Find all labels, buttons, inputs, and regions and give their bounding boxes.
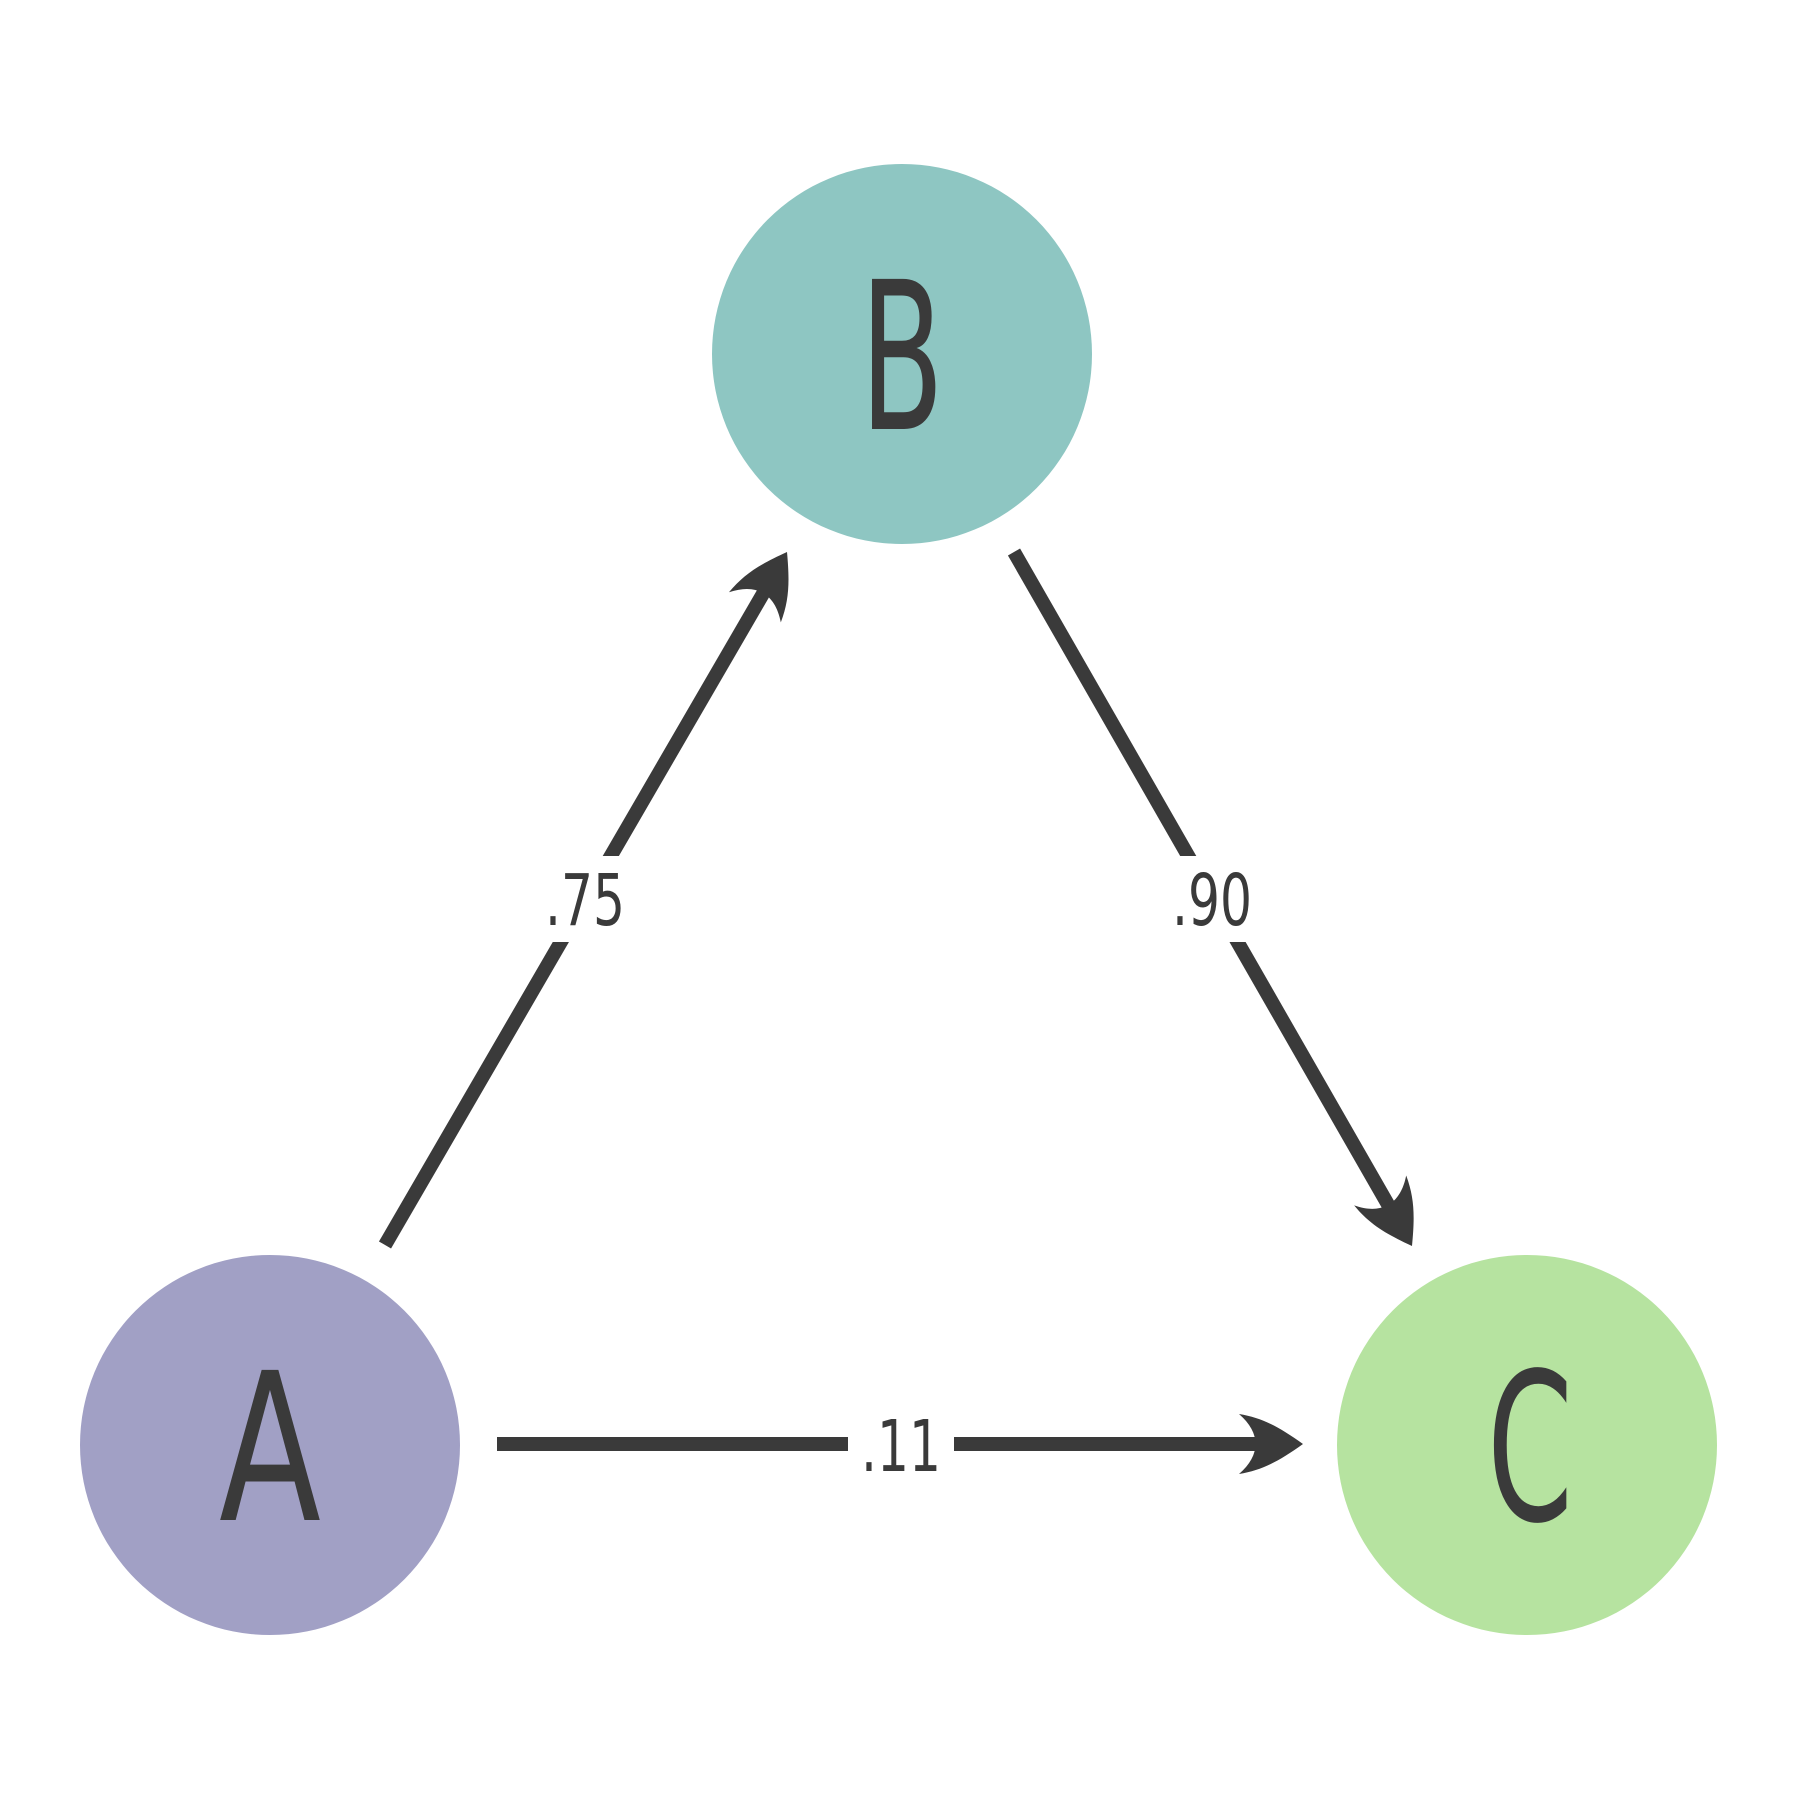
node-b: B bbox=[712, 164, 1092, 544]
edge-a-c-weight-label: .11 bbox=[861, 1405, 941, 1488]
node-b-circle bbox=[712, 164, 1092, 544]
edge-b-c-label-mask bbox=[1157, 856, 1267, 942]
node-c: C bbox=[1337, 1255, 1717, 1635]
node-c-label: C bbox=[1487, 1329, 1573, 1569]
edge-a-b-weight-label: .75 bbox=[545, 859, 625, 942]
edge-a-c-label-mask bbox=[848, 1400, 954, 1490]
edge-b-c-weight-label: .90 bbox=[1172, 859, 1252, 942]
edge-b-c: .90 bbox=[1007, 548, 1414, 1246]
edge-a-b: .75 bbox=[378, 552, 789, 1249]
node-a-label: A bbox=[219, 1329, 321, 1569]
node-a-circle bbox=[80, 1255, 460, 1635]
node-a: A bbox=[80, 1255, 460, 1635]
arrowhead-icon bbox=[1239, 1414, 1303, 1474]
edge-a-c: .11 bbox=[497, 1400, 1303, 1490]
arrowhead-icon bbox=[1354, 1175, 1414, 1246]
arrowhead-icon bbox=[728, 552, 789, 623]
node-c-circle bbox=[1337, 1255, 1717, 1635]
node-b-label: B bbox=[860, 238, 944, 478]
edge-a-b-label-mask bbox=[530, 856, 640, 942]
